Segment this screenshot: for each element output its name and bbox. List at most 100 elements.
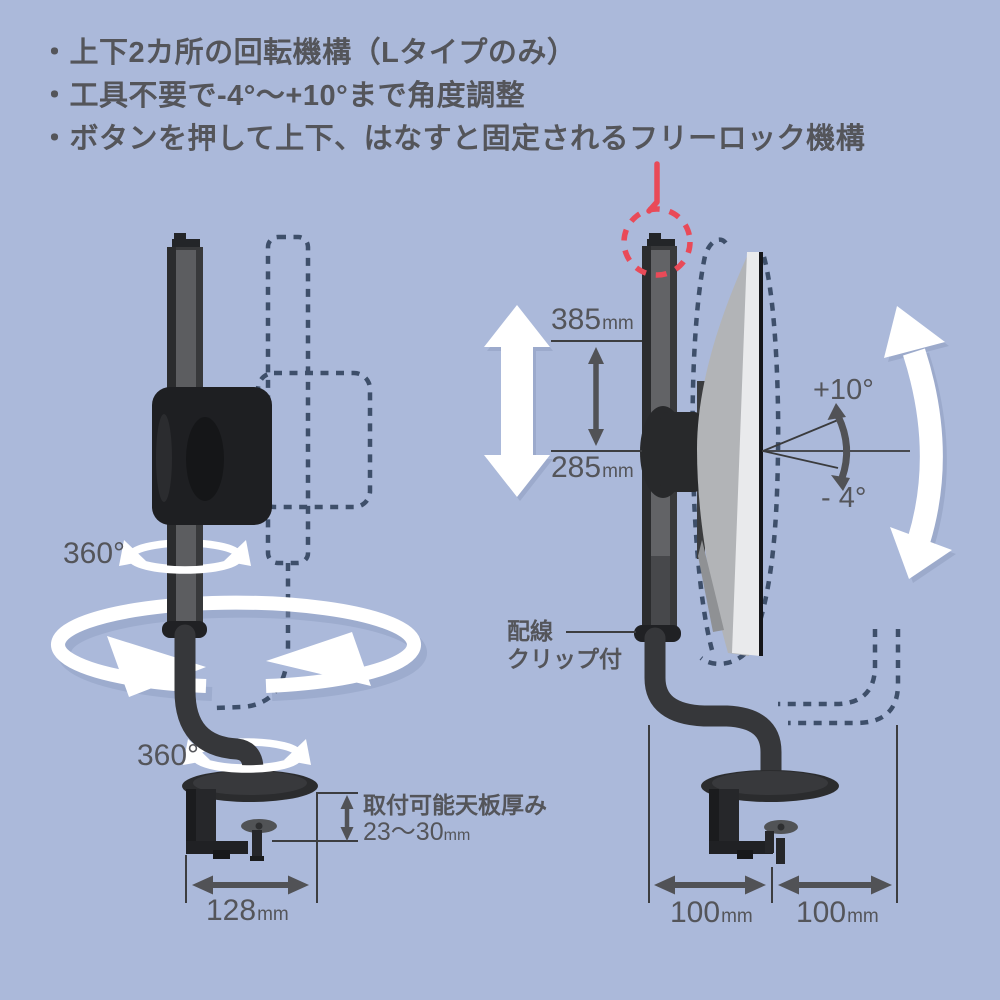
tilt-line-up	[762, 419, 839, 452]
height-arrow-head-up	[588, 347, 604, 364]
dashed-bracket-outline	[255, 370, 373, 510]
thickness-arrow-head-up	[340, 795, 354, 809]
monitor-screen-line	[759, 252, 763, 656]
arm-span-left-unit: mm	[721, 906, 753, 927]
width-arrow-head-left	[192, 875, 213, 895]
base-disc-top	[193, 771, 307, 795]
base-width-label: 128mm	[206, 895, 289, 927]
cable-clip-label-line2: クリップ付	[507, 646, 622, 672]
tilt-small-arrow-head-up	[827, 403, 846, 420]
pole-top-button	[174, 233, 186, 241]
tilt-small-arrow-shaft	[834, 414, 851, 480]
free-lock-highlight	[621, 161, 693, 278]
dashed-pole-outline	[265, 234, 311, 566]
left-rotation-swirl-upper	[119, 540, 251, 574]
height-285-value: 285	[551, 451, 602, 484]
clamp-screw	[252, 830, 262, 856]
clamp-back-shade	[709, 789, 719, 853]
rotation-arrowhead-right	[266, 632, 371, 686]
swirl-upper-head-right	[224, 540, 251, 566]
desk-thickness-unit: mm	[443, 827, 471, 844]
span-left-head-r	[745, 875, 766, 895]
swirl-upper-head-left	[119, 540, 146, 566]
dashed-monitor-right	[699, 256, 781, 667]
thickness-arrow-head-down	[340, 827, 354, 841]
dashed-swing-inner	[778, 629, 878, 707]
plate-knob	[186, 417, 224, 501]
height-arrow	[484, 305, 550, 497]
right-tilt-lines	[762, 403, 910, 491]
right-monitor	[697, 252, 763, 656]
clamp-back-shade	[186, 789, 196, 853]
bracket-arm	[660, 412, 702, 492]
tilt-line-down	[762, 450, 839, 469]
left-diagram	[51, 233, 427, 903]
right-bottom-dimensions	[648, 725, 898, 903]
height-285-unit: mm	[602, 461, 634, 482]
right-diagram	[484, 161, 956, 903]
feature-bullet-3: ・ボタンを押して上下、はなすと固定されるフリーロック機構	[40, 123, 866, 155]
screw-plate-hole	[777, 823, 785, 831]
arm-span-left-label: 100mm	[670, 897, 753, 929]
clamp-foot	[213, 850, 230, 859]
tilt-arc-body	[903, 348, 943, 544]
tilt-up-label: +10°	[813, 374, 874, 406]
right-height-dimensions	[551, 340, 642, 452]
swirl-lower-head-right	[284, 739, 311, 765]
red-dashed-circle	[621, 206, 693, 278]
left-dimension-128	[185, 792, 318, 903]
left-rotation-swirl-lower	[183, 739, 311, 773]
right-dashed-outlines	[690, 237, 901, 726]
monitor-bezel-edge	[732, 252, 760, 656]
clamp-screw-1	[765, 831, 774, 853]
arm-span-right-label: 100mm	[796, 897, 879, 929]
height-arrow-head-down	[588, 429, 604, 446]
rotation-360-lower-label: 360°	[137, 739, 200, 772]
clamp-screw-2	[776, 838, 785, 864]
rotation-arrowhead-left	[107, 636, 206, 697]
red-leader-line	[646, 161, 660, 214]
pole-slider-upper	[651, 250, 670, 556]
left-gooseneck-tube	[174, 624, 264, 783]
desk-thickness-title: 取付可能天板厚み	[363, 792, 547, 818]
rotation-360-upper-label: 360°	[63, 537, 126, 570]
width-arrow-head-right	[288, 875, 309, 895]
dashed-swing-outer	[788, 629, 901, 726]
clamp-screw-knob	[250, 856, 264, 861]
desk-thickness-value: 23〜30	[363, 818, 444, 846]
height-385-value: 385	[551, 303, 602, 336]
clamp-bottom-arm	[186, 841, 248, 854]
screw-plate-hole	[255, 822, 263, 830]
right-height-range-arrow	[484, 305, 553, 501]
tilt-arc-head-bottom	[890, 527, 952, 579]
left-clamp-base	[182, 770, 318, 861]
plate-edge-disc	[156, 414, 172, 502]
right-tilt-arc-arrow	[884, 306, 956, 583]
right-clamp-base	[701, 770, 839, 864]
clamp-foot	[737, 850, 753, 859]
swirl-lower-head-left	[183, 739, 210, 765]
pole-top-button	[649, 233, 661, 241]
span-right-head-l	[778, 875, 799, 895]
pole-slider-lower	[651, 556, 670, 636]
span-right-head-r	[871, 875, 892, 895]
rotation-ellipse-ring	[51, 595, 421, 693]
height-385-label: 385mm	[551, 304, 634, 336]
arm-span-right-value: 100	[796, 896, 847, 929]
base-width-value: 128	[206, 894, 257, 927]
height-385-unit: mm	[602, 313, 634, 334]
span-left-head-l	[654, 875, 675, 895]
base-disc-top	[712, 771, 828, 795]
tilt-arc-head-top	[884, 306, 945, 358]
arm-span-right-unit: mm	[847, 906, 879, 927]
arm-span-left-value: 100	[670, 896, 721, 929]
base-width-unit: mm	[257, 904, 289, 925]
tilt-small-arrow-head-down	[831, 475, 850, 491]
feature-bullet-2: ・工具不要で-4°～+10°まで角度調整	[40, 80, 526, 112]
left-vesa-plate	[152, 387, 272, 525]
monitor-body-shade	[698, 540, 724, 632]
left-rotation-ellipse-arrow	[51, 595, 427, 701]
tilt-down-label: - 4°	[821, 482, 867, 514]
desk-thickness-label: 23〜30mm	[363, 819, 470, 845]
